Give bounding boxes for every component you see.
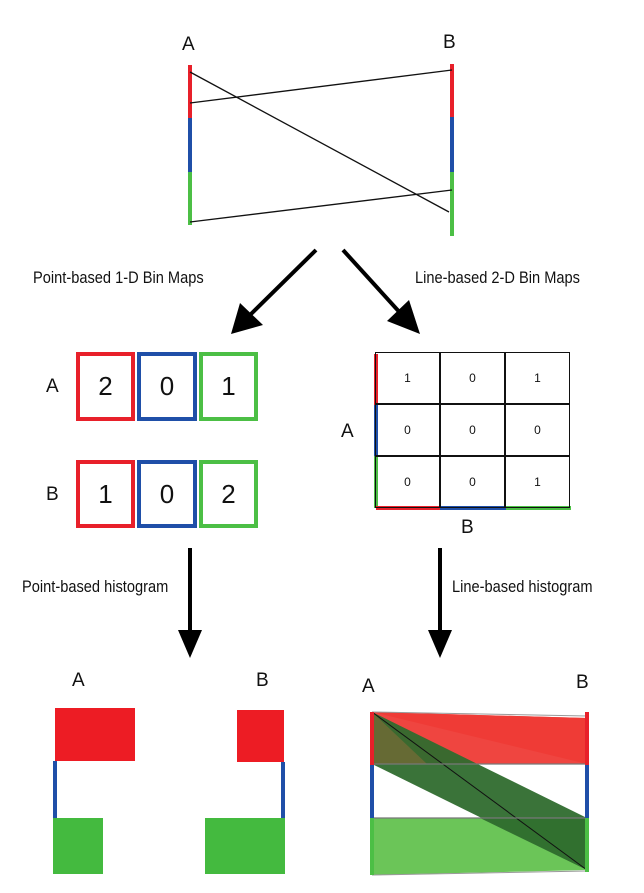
bin-a-blue: 0 (137, 352, 197, 421)
bin-row-a-label: A (46, 376, 59, 397)
line-hist-b-label: B (576, 672, 589, 693)
bin-a-red: 2 (76, 352, 135, 421)
connecting-line (189, 189, 453, 223)
bin-map-cell: 1 (505, 456, 570, 508)
arrow-down-left-icon (231, 303, 263, 334)
bin-b-blue: 0 (137, 460, 197, 528)
hist-b-red-bar (237, 710, 284, 762)
bin-b-green: 2 (199, 460, 258, 528)
bin-map-cell: 0 (505, 404, 570, 456)
bin-map-axes (374, 354, 571, 510)
bin-map-cell: 1 (505, 352, 570, 404)
bin-map-cell: 0 (375, 404, 440, 456)
connecting-line (189, 71, 450, 213)
hist-b-green-bar (205, 818, 285, 874)
bin-a-green: 1 (199, 352, 258, 421)
bin-map-cell: 0 (440, 456, 505, 508)
bin-map-row-label: A (341, 421, 354, 442)
point-hist-b-label: B (256, 670, 269, 691)
caption-point-histogram: Point-based histogram (22, 577, 169, 596)
connecting-lines (189, 69, 453, 223)
bin-map-cell: 0 (440, 404, 505, 456)
point-histogram (53, 708, 285, 874)
bin-map-cell: 0 (375, 456, 440, 508)
connecting-line (189, 69, 453, 104)
bin-b-red: 1 (76, 460, 135, 528)
arrows (178, 248, 452, 658)
arrow-down-right-icon (387, 300, 420, 334)
line-hist-a-label: A (362, 676, 375, 697)
bin-map-cell: 1 (375, 352, 440, 404)
bin-map-col-label: B (461, 517, 474, 538)
arrow-down-icon (178, 630, 202, 658)
top-axis-b-label: B (443, 32, 456, 53)
bin-map-cell: 0 (440, 352, 505, 404)
line-histogram (370, 711, 589, 876)
hist-a-red-bar (55, 708, 135, 761)
caption-line-bin-maps: Line-based 2-D Bin Maps (415, 268, 580, 287)
arrow-down-icon (428, 630, 452, 658)
top-axis-a-label: A (182, 34, 195, 55)
hist-a-green-bar (53, 818, 103, 874)
caption-point-bin-maps: Point-based 1-D Bin Maps (33, 268, 204, 287)
bin-row-b-label: B (46, 484, 59, 505)
caption-line-histogram: Line-based histogram (452, 577, 593, 596)
point-hist-a-label: A (72, 670, 85, 691)
bin-map-grid: 1 0 1 0 0 0 0 0 1 (375, 352, 570, 508)
